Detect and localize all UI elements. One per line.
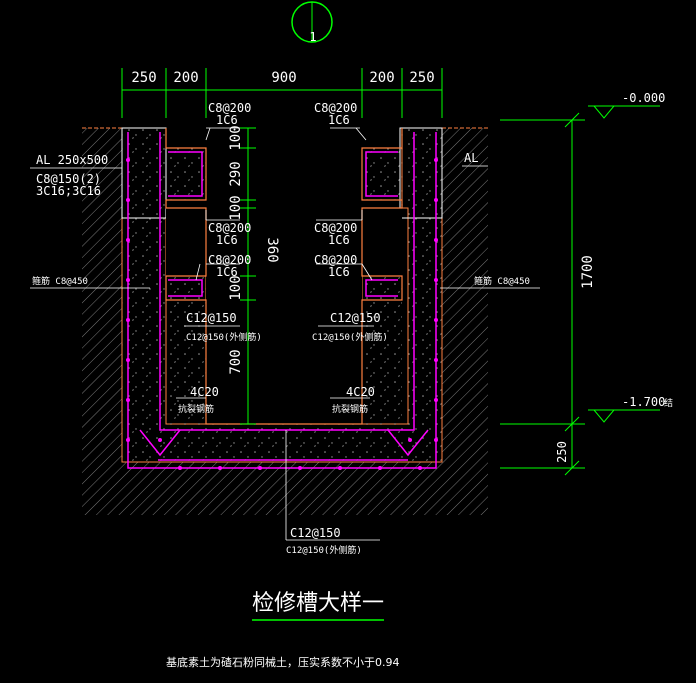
rebar-labels: C8@200 1C6 C8@200 1C6 C8@200 1C6 C8@200 …: [32, 101, 530, 556]
drawing-title: 检修槽大样一: [252, 591, 384, 616]
foundation-note: 基底素土为碴石粉同械土，压实系数不小于0.94: [166, 655, 400, 669]
top-dimension-chain: [121, 68, 443, 118]
dim-v-100a: 100: [228, 125, 244, 150]
label-tr1-b: 1C6: [328, 113, 350, 127]
dim-v-700: 700: [228, 349, 244, 374]
elevation-top: -0.000: [622, 91, 665, 105]
label-l-wall-a: C12@150: [186, 311, 237, 325]
axis-marker-label: 1: [309, 30, 316, 44]
label-tr3-b: 1C6: [328, 265, 350, 279]
elevation-symbols: [592, 105, 616, 423]
dim-slab: 250: [555, 441, 569, 463]
dim-depth: 1700: [580, 255, 596, 289]
rebar-lines: [127, 132, 437, 469]
dim-v-100b: 100: [228, 195, 244, 220]
label-al-b: C8@150(2): [36, 172, 101, 186]
dim-v-360: 360: [264, 237, 280, 262]
dim-top-2: 200: [173, 70, 198, 86]
label-r-wall-b: C12@150(外侧筋): [312, 331, 388, 343]
label-tl1-b: 1C6: [216, 113, 238, 127]
label-r-bottom-small: 抗裂钢筋: [332, 403, 368, 415]
soil-hatch: [82, 127, 488, 515]
axis-marker: 1: [291, 1, 333, 44]
label-tl1-a: C8@200: [208, 101, 251, 115]
elevation-bottom: -1.700: [622, 395, 665, 409]
label-tl2-a: C8@200: [208, 221, 251, 235]
label-left-mid: 箍筋 C8@450: [32, 275, 88, 287]
trench-structure: [121, 100, 443, 463]
label-al-c: 3C16;3C16: [36, 184, 101, 198]
label-l-bottom-small: 抗裂钢筋: [178, 403, 214, 415]
label-l-wall-b: C12@150(外侧筋): [186, 331, 262, 343]
label-l-bottom: 4C20: [190, 385, 219, 399]
dim-v-100c: 100: [228, 275, 244, 300]
label-r-bottom: 4C20: [346, 385, 375, 399]
dim-top-1: 250: [131, 70, 156, 86]
elevation-dimension: [500, 105, 660, 476]
label-al-right: AL: [464, 151, 478, 165]
dim-top-3: 900: [271, 70, 296, 86]
rebar-dots: [126, 158, 438, 470]
dim-top-5: 250: [409, 70, 434, 86]
label-r-wall-a: C12@150: [330, 311, 381, 325]
label-tr2-a: C8@200: [314, 221, 357, 235]
dim-top-4: 200: [369, 70, 394, 86]
label-right-mid: 箍筋 C8@450: [474, 275, 530, 287]
label-tl3-a: C8@200: [208, 253, 251, 267]
label-tr2-b: 1C6: [328, 233, 350, 247]
label-tr3-a: C8@200: [314, 253, 357, 267]
label-tl3-b: 1C6: [216, 265, 238, 279]
label-al-a: AL 250x500: [36, 153, 108, 167]
elevation-bottom-suffix: 结: [664, 397, 673, 409]
label-tr1-a: C8@200: [314, 101, 357, 115]
label-tl2-b: 1C6: [216, 233, 238, 247]
label-base-a: C12@150: [290, 526, 341, 540]
vertical-dimension-chain: [240, 127, 256, 425]
leader-lines: [30, 127, 540, 541]
label-base-b: C12@150(外侧筋): [286, 544, 362, 556]
dim-v-290: 290: [228, 161, 244, 186]
